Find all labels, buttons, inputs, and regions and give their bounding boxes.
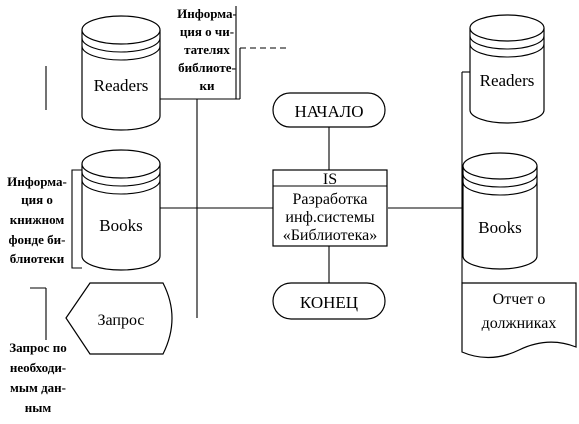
query-info-line-2: необходи- — [10, 360, 66, 375]
readers-right-label: Readers — [480, 71, 535, 90]
readers-info-annotation: Информа- ция о чи- тателях библиоте- ки — [177, 6, 237, 93]
books-info-line-5: блиотеки — [10, 251, 65, 266]
readers-info-line-3: тателях — [184, 42, 230, 57]
start-label: НАЧАЛО — [294, 102, 363, 121]
books-left-database: Books — [81, 149, 161, 271]
books-info-line-2: ция о — [21, 192, 53, 207]
query-info-line-3: мым дан- — [10, 380, 66, 395]
books-right-label: Books — [478, 218, 521, 237]
process-line-1: Разработка — [293, 191, 368, 208]
books-info-annotation: Информа- ция о книжном фонде би- блиотек… — [7, 174, 67, 266]
end-node: КОНЕЦ — [272, 282, 386, 320]
query-info-annotation: Запрос по необходи- мым дан- ным — [9, 340, 66, 415]
connectors — [158, 48, 475, 318]
readers-right-database: Readers — [469, 14, 545, 124]
query-node: Запрос — [65, 282, 173, 355]
query-info-line-4: ным — [25, 400, 52, 415]
query-info-line-1: Запрос по — [9, 340, 66, 355]
readers-info-line-5: ки — [200, 78, 215, 93]
query-label: Запрос — [98, 312, 145, 329]
readers-left-database: Readers — [81, 15, 161, 131]
readers-left-label: Readers — [94, 76, 149, 95]
end-label: КОНЕЦ — [300, 293, 358, 312]
readers-info-line-1: Информа- — [177, 6, 237, 21]
process-node: IS Разработка инф.системы «Библиотека» — [272, 169, 388, 247]
books-right-database: Books — [462, 152, 538, 270]
process-line-3: «Библиотека» — [283, 227, 378, 244]
bracket-query-info — [30, 287, 47, 340]
books-info-line-3: книжном — [10, 212, 65, 227]
annotation-brackets — [30, 6, 290, 340]
readers-info-line-4: библиоте- — [178, 60, 236, 75]
books-info-line-1: Информа- — [7, 174, 67, 189]
bracket-books-info — [71, 169, 82, 269]
process-line-2: инф.системы — [285, 209, 374, 226]
books-info-line-4: фонде би- — [9, 232, 66, 247]
report-line-1: Отчет о — [493, 291, 546, 308]
readers-info-line-2: ция о чи- — [180, 24, 234, 39]
books-left-label: Books — [99, 216, 142, 235]
process-id-label: IS — [323, 171, 337, 188]
report-line-2: должниках — [482, 315, 557, 332]
start-node: НАЧАЛО — [272, 92, 386, 128]
report-node: Отчет о должниках — [461, 282, 577, 359]
